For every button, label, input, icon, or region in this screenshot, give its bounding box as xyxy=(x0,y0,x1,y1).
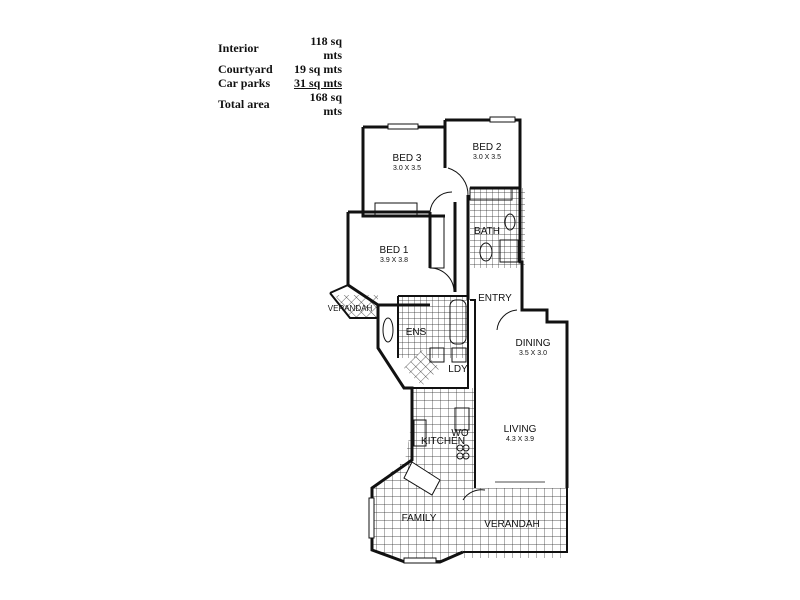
wall-bed1 xyxy=(346,210,430,307)
basin-bath xyxy=(504,213,516,231)
wall-ensuite xyxy=(397,295,469,389)
area-value: 118 sq mts xyxy=(310,34,342,62)
area-row-total: Total area 168 sq mts xyxy=(218,90,342,118)
room-name-bath: BATH xyxy=(474,226,500,237)
area-label: Total area xyxy=(218,97,270,111)
robe-bed1 xyxy=(429,215,445,269)
room-name-verandah-left: VERANDAH xyxy=(328,304,373,313)
room-dims-bed3: 3.0 X 3.5 xyxy=(393,165,421,172)
area-row-courtyard: Courtyard 19 sq mts xyxy=(218,62,342,76)
door-swing-bed1 xyxy=(429,267,455,293)
area-summary-table: Interior 118 sq mts Courtyard 19 sq mts … xyxy=(218,34,342,118)
fixtures xyxy=(368,116,545,564)
wall-living-west xyxy=(470,299,476,488)
room-name-family: FAMILY xyxy=(402,513,437,524)
shower-bath xyxy=(499,239,519,263)
area-value-underlined: 31 sq mts xyxy=(293,76,342,90)
room-name-entry: ENTRY xyxy=(478,293,512,304)
window-family-west xyxy=(368,497,375,539)
room-name-wo: WO xyxy=(451,428,468,439)
room-dims-bed1: 3.9 X 3.8 xyxy=(380,257,408,264)
area-row-car-parks: Car parks 31 sq mts xyxy=(218,76,342,90)
room-name-bed3: BED 3 xyxy=(393,153,422,164)
room-dims-living: 4.3 X 3.9 xyxy=(506,436,534,443)
room-labels: BED 3 3.0 X 3.5 BED 2 3.0 X 3.5 BED 1 3.… xyxy=(328,142,551,530)
area-label: Courtyard xyxy=(218,62,273,76)
wall-bath-east xyxy=(518,188,524,282)
hob-ring xyxy=(462,452,470,460)
room-name-ldy: LDY xyxy=(448,364,468,375)
wall-verandah-left xyxy=(329,284,378,319)
wall-dining-east xyxy=(466,195,569,488)
wall-verandah-south xyxy=(463,488,568,553)
tub-ldy xyxy=(429,347,445,363)
door-swing-entry xyxy=(496,309,518,331)
kitchen-bench xyxy=(403,461,441,496)
area-value: 19 sq mts xyxy=(293,62,342,76)
bathtub-ens xyxy=(449,299,467,345)
door-swing-bed3 xyxy=(429,191,453,213)
door-swing-bed2 xyxy=(447,167,469,197)
room-name-dining: DINING xyxy=(516,338,551,349)
window-family-south xyxy=(403,557,437,564)
area-label: Car parks xyxy=(218,76,271,90)
door-swing-family xyxy=(462,489,486,501)
area-value: 168 sq mts xyxy=(309,90,342,118)
toilet-bath xyxy=(479,242,493,262)
area-label: Interior xyxy=(218,41,259,55)
room-name-ens: ENS xyxy=(406,327,427,338)
room-name-bed1: BED 1 xyxy=(380,245,409,256)
window-bed2 xyxy=(489,116,516,123)
room-name-kitchen: KITCHEN xyxy=(421,436,465,447)
room-name-bed2: BED 2 xyxy=(473,142,502,153)
laundry-tiles xyxy=(404,350,440,386)
verandah-bottom-tiles xyxy=(463,488,567,558)
hob-ring xyxy=(462,444,470,452)
area-value: 31 sq mts xyxy=(290,76,342,90)
verandah-left-tiles xyxy=(335,295,378,318)
sink-kitchen xyxy=(413,419,427,447)
room-dims-dining: 3.5 X 3.0 xyxy=(519,350,547,357)
oven-kitchen xyxy=(454,407,470,431)
bath-tiles xyxy=(470,188,525,268)
room-dims-bed2: 3.0 X 3.5 xyxy=(473,154,501,161)
washer-ldy xyxy=(451,347,467,363)
area-row-interior: Interior 118 sq mts xyxy=(218,34,342,62)
robe-bed3 xyxy=(374,202,418,216)
basin-ens xyxy=(382,317,394,343)
window-bed3 xyxy=(387,123,419,130)
room-name-living: LIVING xyxy=(504,424,537,435)
room-name-verandah-bottom: VERANDAH xyxy=(484,519,540,530)
robe-bed2 xyxy=(469,187,513,201)
